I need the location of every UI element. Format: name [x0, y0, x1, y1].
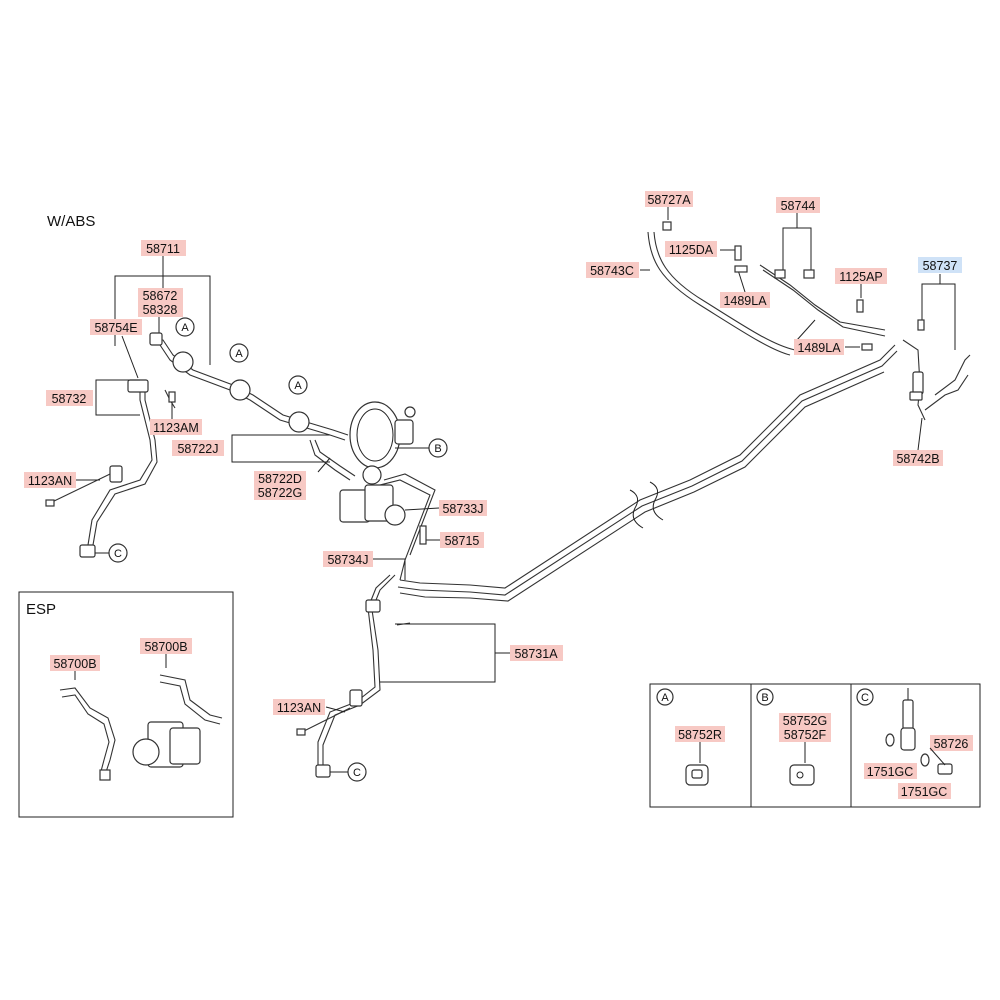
- callout-a-1: [175, 317, 195, 337]
- front-right-tubes: [299, 574, 411, 778]
- label-1125da: 1125DA: [669, 243, 714, 257]
- detail-c-letter: C: [861, 692, 869, 704]
- detail-c-marker: [856, 688, 874, 706]
- section-title-w-abs: W/ABS: [47, 213, 95, 230]
- banjo-hose-fitting: [885, 688, 953, 775]
- clip-58752g: [789, 764, 815, 786]
- label-58731a: 58731A: [514, 647, 558, 661]
- label-58715: 58715: [445, 534, 480, 548]
- rear-tube-58742b: [902, 339, 971, 421]
- label-1489la-1: 1489LA: [723, 294, 767, 308]
- callout-circles: A A A B C C: [95, 317, 448, 782]
- callout-a-1-letter: A: [181, 322, 189, 334]
- callout-a-2-letter: A: [235, 348, 243, 360]
- label-58727a: 58727A: [647, 193, 691, 207]
- label-58711: 58711: [146, 242, 180, 256]
- label-1123am: 1123AM: [153, 421, 199, 435]
- esp-title: ESP: [26, 601, 56, 618]
- label-1123an-top: 1123AN: [28, 474, 72, 488]
- label-58672: 58672: [143, 289, 178, 303]
- label-58734j: 58734J: [327, 553, 368, 567]
- callout-c-1-letter: C: [114, 548, 122, 560]
- part-labels: 58711 58672 58328 58754E 58732 1123AM 58…: [24, 191, 962, 715]
- label-58752f: 58752F: [784, 728, 827, 742]
- esp-modulator: [59, 674, 223, 781]
- detail-a-marker: [656, 688, 674, 706]
- detail-b-marker: [756, 688, 774, 706]
- detail-b-letter: B: [761, 692, 768, 704]
- label-58732: 58732: [52, 392, 87, 406]
- label-1489la-2: 1489LA: [797, 341, 841, 355]
- brake-booster: [349, 401, 416, 469]
- label-58328: 58328: [143, 303, 178, 317]
- callout-b-letter: B: [434, 443, 441, 455]
- main-brake-tubes: [397, 344, 898, 602]
- label-1123an-bottom: 1123AN: [277, 701, 321, 715]
- detail-a-letter: A: [661, 692, 669, 704]
- label-1125ap: 1125AP: [839, 270, 883, 284]
- label-1751gc-1: 1751GC: [867, 765, 914, 779]
- label-58722d: 58722D: [258, 472, 302, 486]
- leader-lines: [75, 206, 956, 713]
- callout-c-2-letter: C: [353, 767, 361, 779]
- detail-boxes: A B C 58752R 58752G 58752F 58726 1751GC …: [649, 683, 981, 808]
- label-58744: 58744: [781, 199, 816, 213]
- label-58733j: 58733J: [442, 502, 483, 516]
- label-58722g: 58722G: [258, 486, 302, 500]
- label-58742b: 58742B: [896, 452, 939, 466]
- label-58726: 58726: [934, 737, 969, 751]
- fasteners: [45, 221, 925, 736]
- label-58700b-right: 58700B: [144, 640, 187, 654]
- callout-a-3: [288, 375, 308, 395]
- label-58700b-left: 58700B: [53, 657, 96, 671]
- abs-modulator: [339, 473, 436, 581]
- label-58737[interactable]: 58737: [923, 259, 958, 273]
- label-58754e: 58754E: [94, 321, 137, 335]
- label-58743c: 58743C: [590, 264, 634, 278]
- callout-a-2: [229, 343, 249, 363]
- label-58752r: 58752R: [678, 728, 722, 742]
- label-1751gc-2: 1751GC: [901, 785, 948, 799]
- label-58752g: 58752G: [783, 714, 827, 728]
- label-58722j: 58722J: [177, 442, 218, 456]
- callout-a-3-letter: A: [294, 380, 302, 392]
- esp-box: ESP 58700B 58700B: [18, 591, 234, 818]
- clip-58752r: [685, 764, 709, 786]
